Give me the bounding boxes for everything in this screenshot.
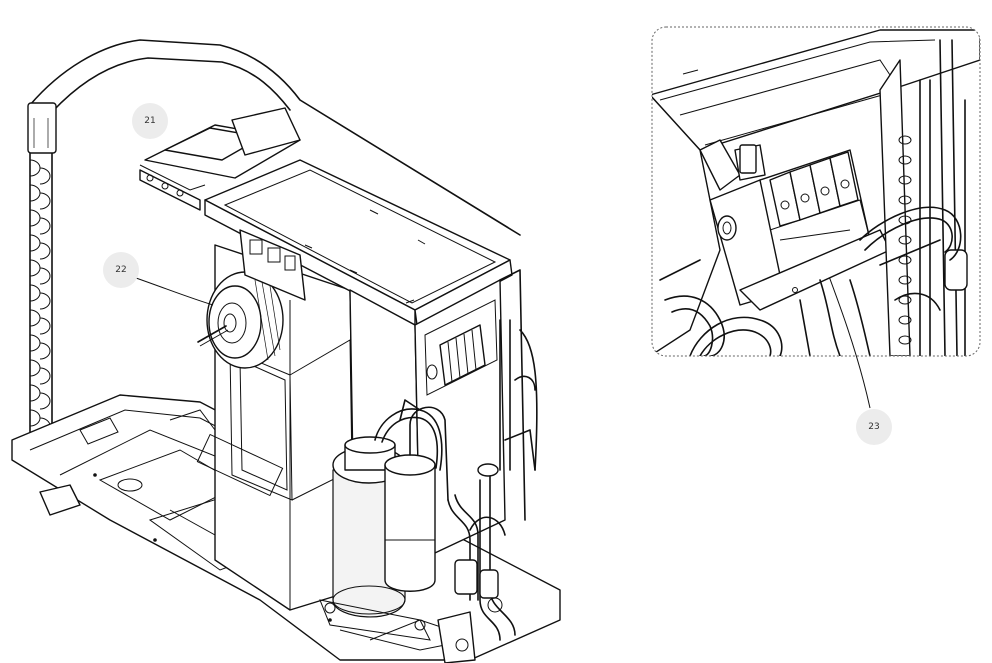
electrical-box bbox=[139, 107, 513, 326]
leader-line-22 bbox=[135, 277, 214, 306]
detail-inset bbox=[651, 26, 981, 357]
outdoor-unit-illustration bbox=[11, 39, 561, 663]
callout-22: 22 bbox=[103, 252, 139, 288]
refrigerant-piping bbox=[374, 319, 538, 663]
condenser-coil bbox=[27, 39, 521, 463]
compressor bbox=[319, 406, 449, 641]
callout-21: 21 bbox=[132, 103, 168, 139]
terminal-block bbox=[439, 324, 486, 386]
callout-23: 23 bbox=[856, 409, 892, 445]
terminal-block-detail bbox=[759, 149, 871, 276]
